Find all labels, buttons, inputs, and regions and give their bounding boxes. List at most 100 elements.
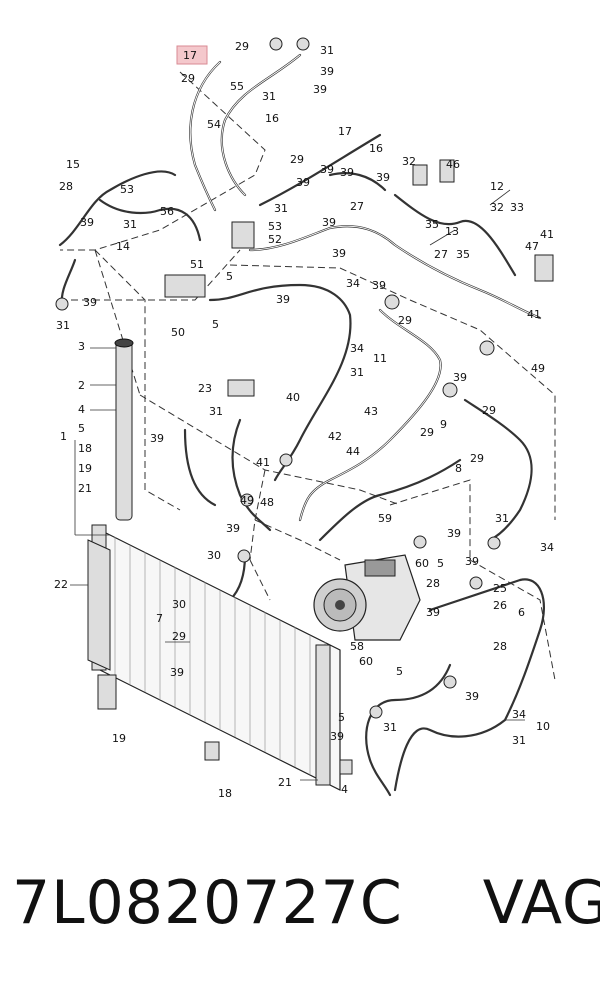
- callout-13: 13: [445, 225, 459, 238]
- callout-31: 31: [512, 734, 526, 747]
- callout-39: 39: [376, 171, 390, 184]
- refrigerant-hoses: [58, 53, 545, 797]
- callout-46: 46: [446, 158, 460, 171]
- callout-39: 39: [80, 216, 94, 229]
- callout-39: 39: [332, 247, 346, 260]
- callout-19: 19: [112, 732, 126, 745]
- callout-31: 31: [262, 90, 276, 103]
- callout-16: 16: [265, 112, 279, 125]
- callout-22: 22: [54, 578, 68, 591]
- fitting-29c: [384, 294, 400, 310]
- part-number: 7L0820727C: [12, 868, 403, 938]
- callout-29: 29: [172, 630, 186, 643]
- callout-9: 9: [440, 418, 447, 431]
- bracket-23: [227, 379, 255, 397]
- callout-21: 21: [78, 482, 92, 495]
- callout-6: 6: [518, 606, 525, 619]
- callout-1: 1: [60, 430, 67, 443]
- callout-11: 11: [373, 352, 387, 365]
- fitting-31-left: [55, 297, 69, 311]
- callout-21: 21: [278, 776, 292, 789]
- callout-2: 2: [78, 379, 85, 392]
- part-41: [534, 254, 554, 282]
- bracket-51: [164, 274, 206, 298]
- callout-53: 53: [120, 183, 134, 196]
- callout-41: 41: [527, 308, 541, 321]
- callout-31: 31: [56, 319, 70, 332]
- ac-hose-exploded-diagram: 17 29 29 31 39 55 39 31 54 16 17 16 15 2…: [54, 37, 556, 800]
- callout-34: 34: [540, 541, 554, 554]
- callout-16: 16: [369, 142, 383, 155]
- callout-39: 39: [170, 666, 184, 679]
- callout-39: 39: [226, 522, 240, 535]
- callout-18: 18: [218, 787, 232, 800]
- callout-5: 5: [437, 557, 444, 570]
- callout-47: 48: [260, 496, 274, 509]
- valve-32: [412, 164, 428, 186]
- callout-57: 58: [350, 640, 364, 653]
- callout-5: 5: [226, 270, 233, 283]
- callout-41: 41: [540, 228, 554, 241]
- callout-59: 60: [359, 655, 373, 668]
- callout-39: 39: [276, 293, 290, 306]
- callout-39: 39: [313, 83, 327, 96]
- fitting-28: [443, 675, 457, 689]
- callout-39: 39: [372, 279, 386, 292]
- callout-17-highlighted: 17: [183, 49, 197, 62]
- o-ring-30: [237, 549, 251, 563]
- callout-40: 40: [286, 391, 300, 404]
- callout-54: 54: [207, 118, 221, 131]
- callout-31: 31: [274, 202, 288, 215]
- clip-19: [97, 674, 117, 710]
- callout-34: 34: [350, 342, 364, 355]
- callout-32: 32: [402, 155, 416, 168]
- callout-14: 14: [116, 240, 130, 253]
- bracket-60: [413, 535, 427, 549]
- callout-23: 23: [198, 382, 212, 395]
- clip-4: [339, 759, 353, 775]
- callout-5: 5: [338, 711, 345, 724]
- callout-39: 39: [447, 527, 461, 540]
- dashed-group-outlines: [60, 71, 556, 681]
- callout-19: 19: [78, 462, 92, 475]
- callout-5: 5: [396, 665, 403, 678]
- callout-31: 31: [320, 44, 334, 57]
- fitting-31-bottom: [369, 705, 383, 719]
- components: [55, 37, 554, 791]
- fitting-29b: [442, 382, 458, 398]
- clip-18: [204, 741, 220, 761]
- highlight-box: [176, 45, 208, 65]
- callout-39: 39: [320, 65, 334, 78]
- callout-31: 31: [209, 405, 223, 418]
- callout-31: 31: [495, 512, 509, 525]
- callout-33: 33: [510, 201, 524, 214]
- callout-29: 29: [482, 404, 496, 417]
- callout-7: 7: [156, 612, 163, 625]
- callout-39: 39: [320, 163, 334, 176]
- callout-48: 49: [531, 362, 545, 375]
- callout-28: 28: [426, 577, 440, 590]
- callout-26: 26: [493, 599, 507, 612]
- callout-12: 12: [490, 180, 504, 193]
- callout-55: 55: [230, 80, 244, 93]
- bracket-52: [231, 221, 255, 249]
- callout-60: 60: [415, 557, 429, 570]
- callout-25: 25: [493, 582, 507, 595]
- callout-39: 39: [322, 216, 336, 229]
- callout-labels: 17 29 29 31 39 55 39 31 54 16 17 16 15 2…: [54, 40, 554, 800]
- callout-51: 51: [190, 258, 204, 271]
- callout-5: 5: [212, 318, 219, 331]
- callout-17: 17: [338, 125, 352, 138]
- callout-29: 29: [181, 72, 195, 85]
- callout-15: 15: [66, 158, 80, 171]
- callout-29: 29: [235, 40, 249, 53]
- callout-39: 39: [426, 606, 440, 619]
- callout-35: 35: [425, 218, 439, 231]
- callout-39: 39: [465, 690, 479, 703]
- callout-39: 39: [150, 432, 164, 445]
- callout-34: 34: [512, 708, 526, 721]
- callout-39: 39: [296, 176, 310, 189]
- callout-8: 8: [455, 462, 462, 475]
- fitting-31-right: [487, 536, 501, 550]
- callout-29: 29: [398, 314, 412, 327]
